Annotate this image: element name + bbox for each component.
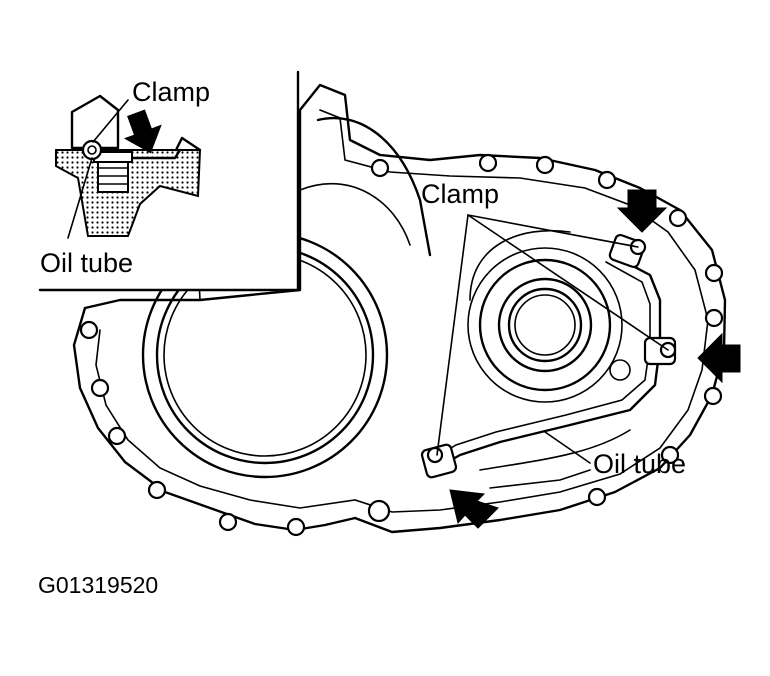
upper-rib-2 xyxy=(299,182,411,246)
arrow-icon xyxy=(123,109,162,154)
arrow-icon xyxy=(697,332,741,384)
arrow-icon xyxy=(616,189,668,233)
case-inner-outline xyxy=(95,109,709,513)
figure-code: G01319520 xyxy=(38,572,158,598)
inset-clamp-label: Clamp xyxy=(132,77,210,107)
oil-tube xyxy=(428,253,662,474)
main-clamp-label: Clamp xyxy=(421,179,499,209)
arrow-icon xyxy=(449,489,499,529)
clamp-icon xyxy=(420,443,458,479)
clamp-icon xyxy=(643,336,677,366)
case-outline xyxy=(72,83,727,534)
right-bore xyxy=(467,229,631,403)
upper-rib xyxy=(316,116,432,257)
lower-rib-2 xyxy=(489,469,591,489)
main-oil-tube-label: Oil tube xyxy=(593,449,686,479)
lower-rib xyxy=(479,429,631,471)
bolt-hole-icon xyxy=(79,153,724,537)
clamp-leader-lines xyxy=(436,214,669,456)
inset-oil-tube-label: Oil tube xyxy=(40,248,133,278)
oil-tube-inner xyxy=(427,261,651,463)
clamp-icon xyxy=(608,233,647,269)
oil-tube-leader xyxy=(544,431,591,464)
inset-detail xyxy=(38,70,300,292)
